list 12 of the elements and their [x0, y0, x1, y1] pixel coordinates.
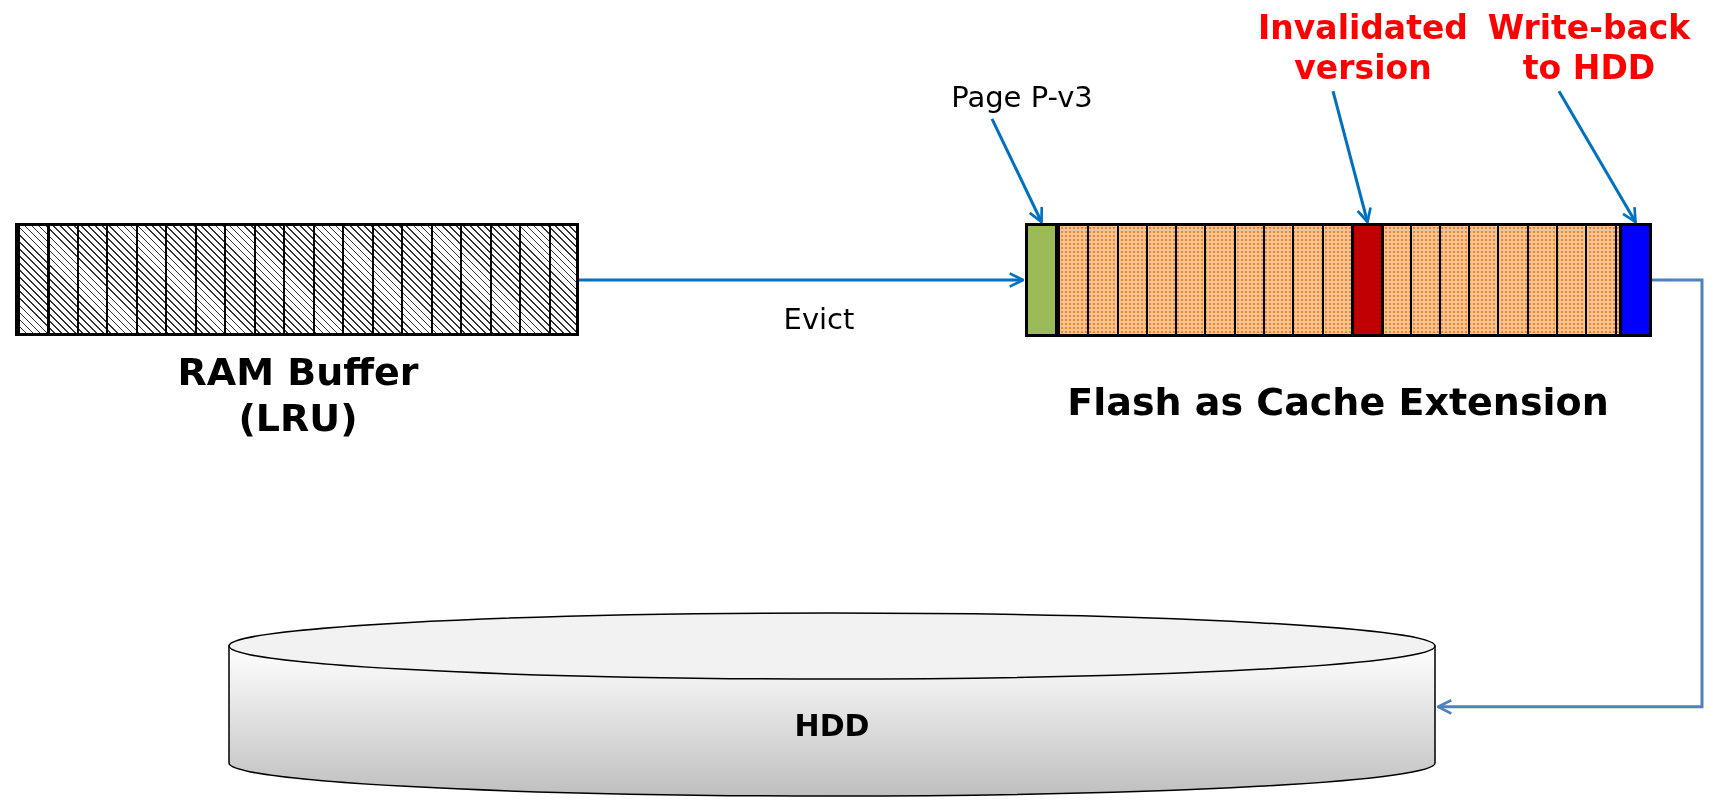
- bar-caption: RAM Buffer (LRU): [176, 350, 420, 442]
- disk-label: HDD: [793, 708, 871, 744]
- leader-line: [1557, 90, 1637, 224]
- leader-line: [990, 118, 1044, 224]
- page-cell: [1025, 223, 1058, 337]
- page-cell: [1619, 223, 1652, 337]
- callout-text: Page P-v3: [912, 80, 1132, 115]
- page-cell: [1351, 223, 1384, 337]
- arrow: [579, 272, 1025, 288]
- leader-line: [1331, 90, 1372, 224]
- bar-caption: Flash as Cache Extension: [1066, 380, 1610, 426]
- arrow: [1436, 278, 1704, 715]
